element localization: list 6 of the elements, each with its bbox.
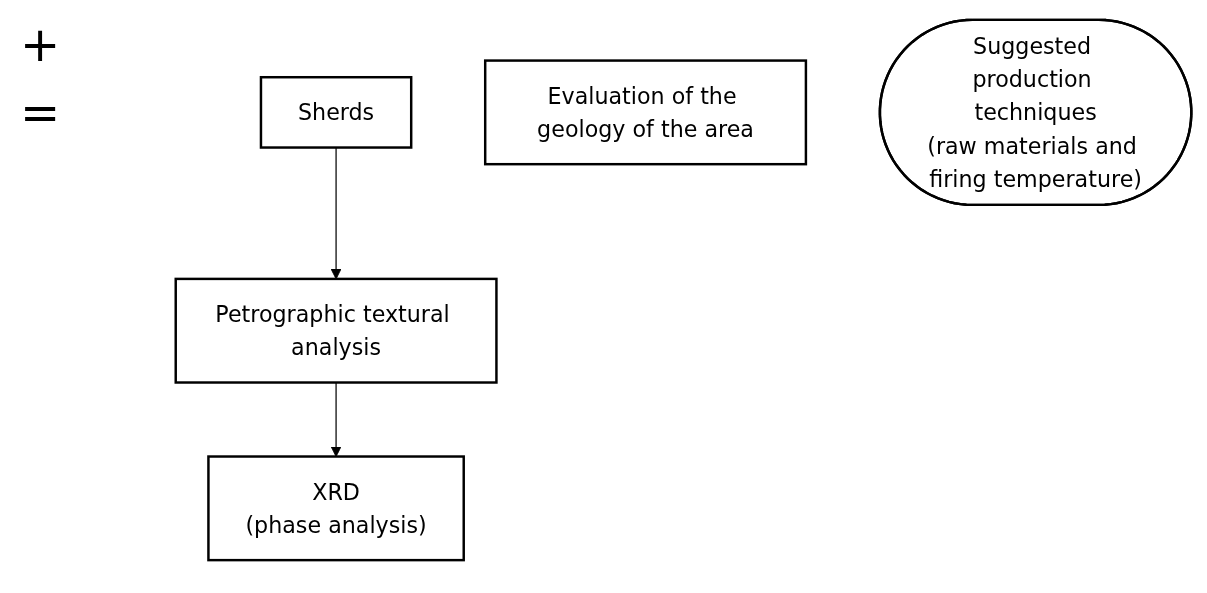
operator-sign: = bbox=[20, 88, 62, 136]
operator-sign: + bbox=[20, 20, 62, 68]
node-box: Petrographic textural analysis bbox=[174, 277, 498, 384]
node-box: Evaluation of the geology of the area bbox=[483, 59, 808, 166]
node-box: XRD (phase analysis) bbox=[207, 455, 465, 562]
node-box: Sherds bbox=[259, 76, 413, 149]
